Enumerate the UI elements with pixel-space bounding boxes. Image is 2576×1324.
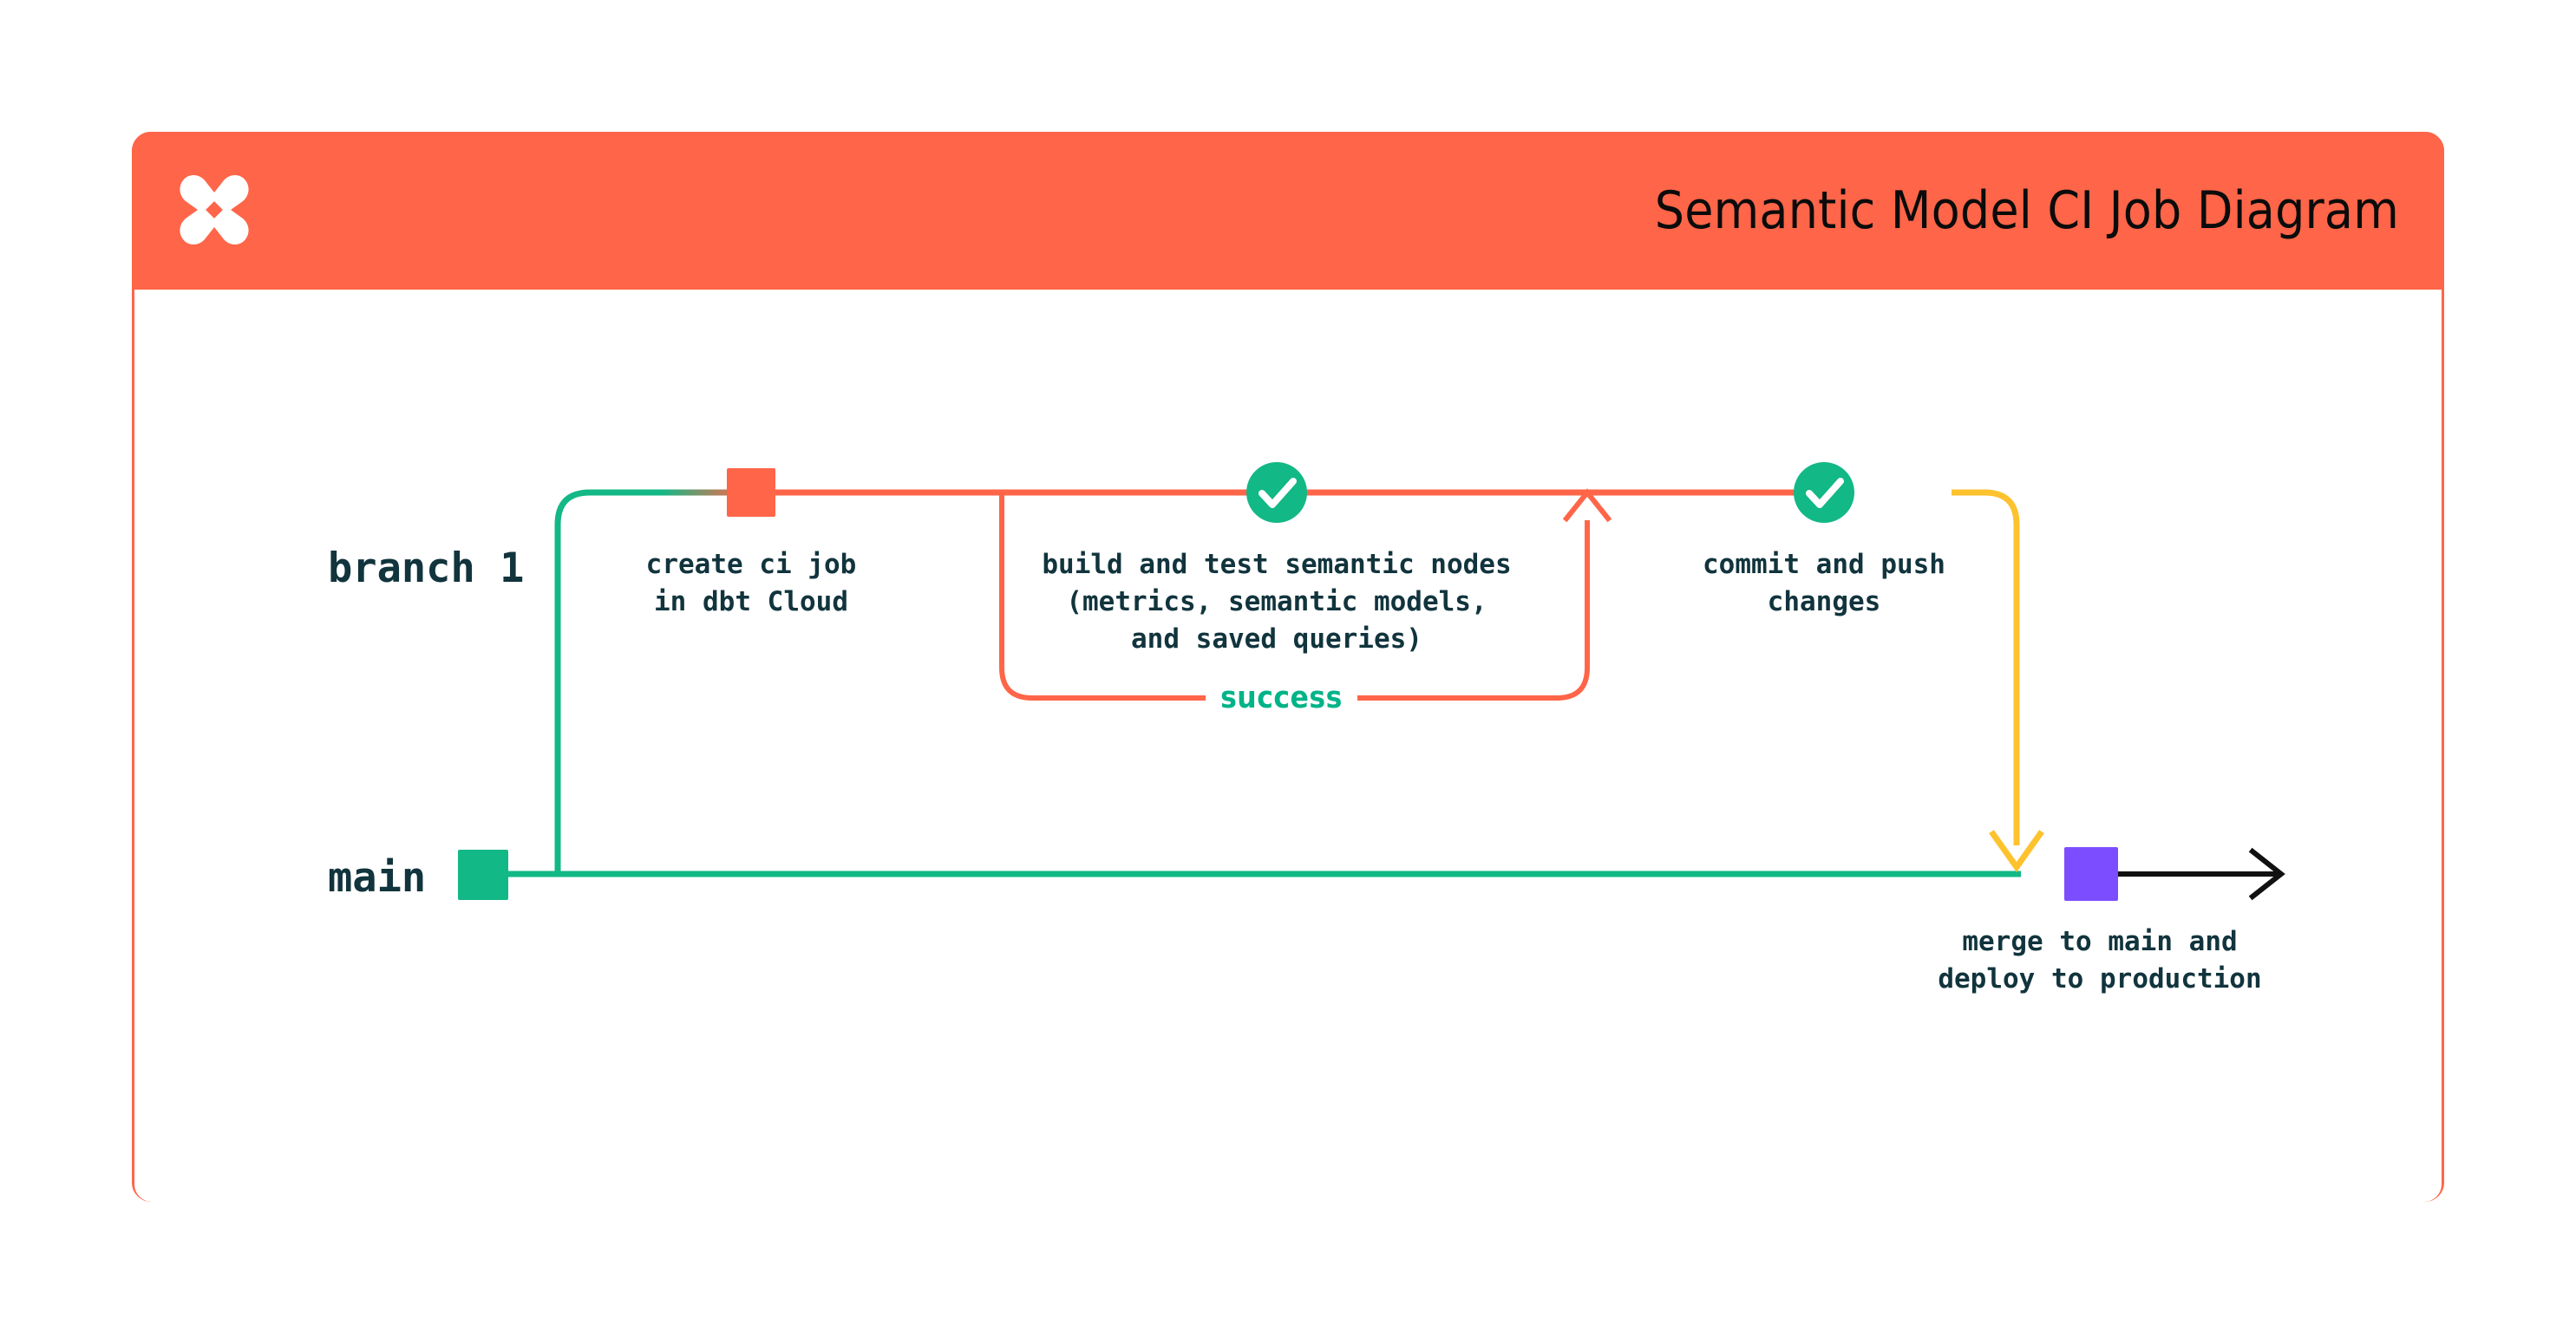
branch-1-lane-label: branch 1 <box>328 545 525 592</box>
dbt-x-logo-icon <box>171 165 258 251</box>
diagram-card: Semantic Model CI Job Diagram <box>132 132 2444 1202</box>
card-header: Semantic Model CI Job Diagram <box>132 132 2444 290</box>
merge-to-main-caption: merge to main and deploy to production <box>1938 926 2262 995</box>
create-ci-job-caption: create ci job in dbt Cloud <box>645 549 857 617</box>
success-loop-label: success <box>1220 681 1343 715</box>
build-and-test-caption: build and test semantic nodes (metrics, … <box>1042 549 1512 655</box>
commit-and-push-caption: commit and push changes <box>1703 549 1945 617</box>
page-title: Semantic Model CI Job Diagram <box>1654 180 2399 241</box>
main-lane-label: main <box>328 854 427 902</box>
card-body <box>134 290 2442 1202</box>
